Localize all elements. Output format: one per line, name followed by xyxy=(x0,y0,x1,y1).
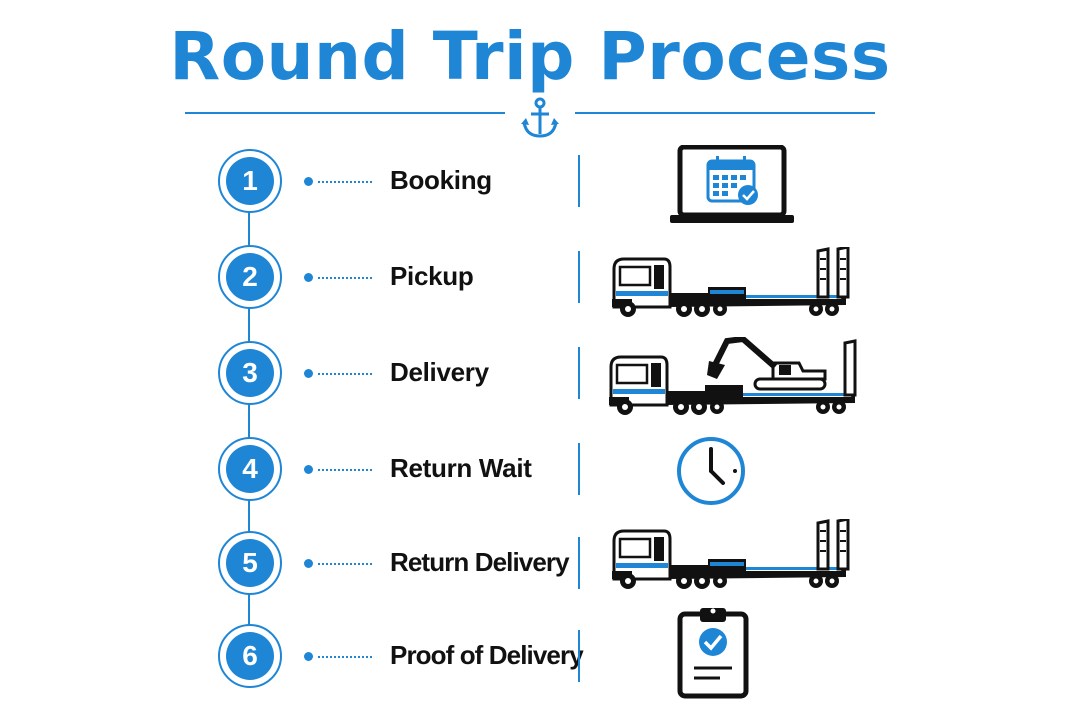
connector-dot xyxy=(304,559,313,568)
page-title: Round Trip Process xyxy=(169,18,891,95)
step-separator xyxy=(578,347,580,399)
truck-lowboy-trailer-icon xyxy=(610,247,850,319)
step-separator xyxy=(578,443,580,495)
step-number-badge: 4 xyxy=(218,437,282,501)
anchor-icon xyxy=(521,97,559,138)
laptop-calendar-icon xyxy=(670,145,794,223)
step-label: Return Wait xyxy=(390,453,532,483)
connector-dotted-line xyxy=(318,469,372,471)
step-separator xyxy=(578,251,580,303)
step-separator xyxy=(578,630,580,682)
connector-dotted-line xyxy=(318,277,372,279)
connector-dot xyxy=(304,177,313,186)
step-separator xyxy=(578,537,580,589)
connector-dotted-line xyxy=(318,373,372,375)
connector-dotted-line xyxy=(318,656,372,658)
title-divider-left xyxy=(185,112,505,114)
connector-dot xyxy=(304,652,313,661)
step-number-badge: 6 xyxy=(218,624,282,688)
step-number-badge: 5 xyxy=(218,531,282,595)
timeline-spine xyxy=(248,182,250,658)
step-return-wait: 4 Return Wait xyxy=(0,425,1080,515)
step-label: Return Delivery xyxy=(390,547,570,577)
step-delivery: 3 Delivery xyxy=(0,329,1080,419)
connector-dot xyxy=(304,273,313,282)
step-label: Pickup xyxy=(390,261,474,291)
connector-dot xyxy=(304,465,313,474)
step-separator xyxy=(578,155,580,207)
connector-dotted-line xyxy=(318,563,372,565)
step-number-badge: 1 xyxy=(218,149,282,213)
truck-lowboy-trailer-icon xyxy=(610,519,850,591)
connector-dotted-line xyxy=(318,181,372,183)
step-number-badge: 2 xyxy=(218,245,282,309)
step-number-badge: 3 xyxy=(218,341,282,405)
step-label: Delivery xyxy=(390,357,489,387)
step-label: Booking xyxy=(390,165,492,195)
truck-with-excavator-icon xyxy=(609,337,857,415)
step-pickup: 2 Pickup xyxy=(0,233,1080,323)
step-label: Proof of Delivery xyxy=(390,640,584,670)
clock-icon xyxy=(677,437,745,505)
connector-dot xyxy=(304,369,313,378)
step-booking: 1 Booking xyxy=(0,137,1080,227)
title-divider-right xyxy=(575,112,875,114)
step-return-delivery: 5 Return Delivery xyxy=(0,519,1080,609)
step-proof-of-delivery: 6 Proof of Delivery xyxy=(0,608,1080,702)
clipboard-check-icon xyxy=(677,608,749,699)
